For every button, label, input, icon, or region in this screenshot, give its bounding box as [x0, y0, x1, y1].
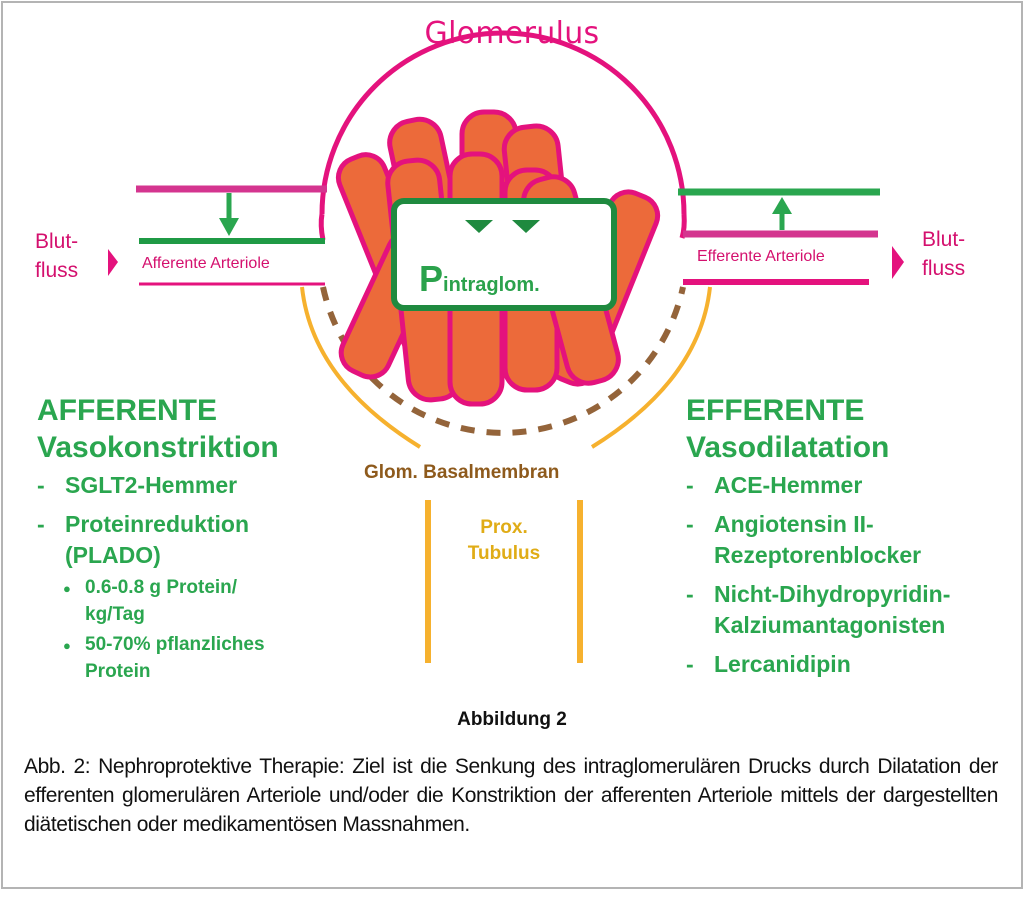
afferent-item: -SGLT2-Hemmer [37, 470, 279, 501]
pressure-symbol: P [419, 258, 444, 299]
blood-flow-left-line2: fluss [35, 259, 79, 282]
efferent-item: -ACE-Hemmer [686, 470, 950, 501]
blood-flow-right-line1: Blut- [922, 228, 966, 251]
blood-flow-right-label: Blut- fluss [922, 225, 965, 283]
efferent-arteriole-label: Efferente Arteriole [697, 248, 825, 265]
blood-flow-right-line2: fluss [922, 257, 966, 280]
bullet-icon: ● [63, 638, 71, 653]
bullet-icon: ● [63, 581, 71, 596]
tubulus-line2: Tubulus [467, 543, 541, 564]
afferent-item-label: Proteinreduktion [65, 511, 250, 537]
tubulus-arc-right [590, 286, 712, 449]
afferent-item-label: SGLT2-Hemmer [65, 472, 238, 498]
diagram-title: Glomerulus [424, 16, 600, 51]
dash-marker: - [37, 472, 45, 498]
afferent-subitem-label: 0.6-0.8 g Protein/ [85, 577, 238, 598]
afferent-arteriole-label: Afferente Arteriole [142, 255, 270, 272]
blood-flow-left-line1: Blut- [35, 230, 79, 253]
efferent-heading-2: Vasodilatation [686, 431, 890, 464]
efferent-heading-1: EFFERENTE [686, 394, 865, 427]
tubulus-line1: Prox. [480, 517, 528, 538]
afferent-item: -Proteinreduktion [37, 509, 279, 540]
afferent-subitem-continuation: kg/Tag [85, 604, 145, 625]
pressure-subscript: intraglom. [443, 274, 540, 296]
bowman-capsule-arc-right-end [679, 213, 687, 239]
dash-marker: - [686, 651, 694, 677]
afferent-heading-1: AFFERENTE [37, 394, 217, 427]
dash-marker: - [686, 472, 694, 498]
gbm-dashed-arc [320, 286, 686, 436]
down-arrow-icon [465, 220, 493, 233]
efferent-item-label: Nicht-Dihydropyridin- [714, 581, 951, 607]
efferent-item-label: Angiotensin II- [714, 511, 874, 537]
efferent-item: -Nicht-Dihydropyridin- [686, 579, 950, 610]
bowman-capsule-arc-left-end [318, 213, 326, 241]
down-arrow-icon [512, 220, 540, 233]
arrow-down-icon [219, 218, 239, 236]
dash-marker: - [37, 511, 45, 537]
efferent-item: -Lercanidipin [686, 649, 950, 680]
afferent-heading-2: Vasokonstriktion [37, 431, 279, 464]
efferent-item: -Angiotensin II- [686, 509, 950, 540]
efferent-item-label: ACE-Hemmer [714, 472, 863, 498]
pressure-label: Pintraglom. [419, 258, 540, 300]
dash-marker: - [686, 511, 694, 537]
blood-flow-left-label: Blut- fluss [35, 227, 78, 285]
efferent-item-continuation: Rezeptorenblocker [714, 542, 922, 568]
pressure-box [391, 198, 617, 311]
tubulus-label: Prox. Tubulus [448, 515, 560, 567]
arrow-up-icon [772, 197, 792, 214]
afferent-subitem-continuation: Protein [85, 661, 151, 682]
tubulus-arc-left [300, 286, 422, 449]
figure-label: Abbildung 2 [457, 709, 567, 730]
dash-marker: - [686, 581, 694, 607]
efferent-panel: EFFERENTE Vasodilatation -ACE-Hemmer -An… [686, 392, 950, 680]
efferent-item-continuation: Kalziumantagonisten [714, 612, 946, 638]
bowman-capsule-arc [319, 30, 687, 215]
afferent-panel: AFFERENTE Vasokonstriktion -SGLT2-Hemmer… [37, 392, 279, 685]
gbm-label: Glom. Basalmembran [364, 462, 560, 483]
afferent-subitem: ● 50-70% pflanzliches Protein [37, 632, 279, 685]
afferent-subitem: ● 0.6-0.8 g Protein/ kg/Tag [37, 575, 279, 628]
flow-arrow-in-icon [108, 249, 118, 276]
afferent-subitem-label: 50-70% pflanzliches [85, 634, 265, 655]
afferent-item-continuation: (PLADO) [65, 542, 161, 568]
efferent-item-label: Lercanidipin [714, 651, 851, 677]
figure-caption: Abb. 2: Nephroprotektive Therapie: Ziel … [24, 755, 998, 836]
flow-arrow-out-icon [892, 246, 904, 279]
